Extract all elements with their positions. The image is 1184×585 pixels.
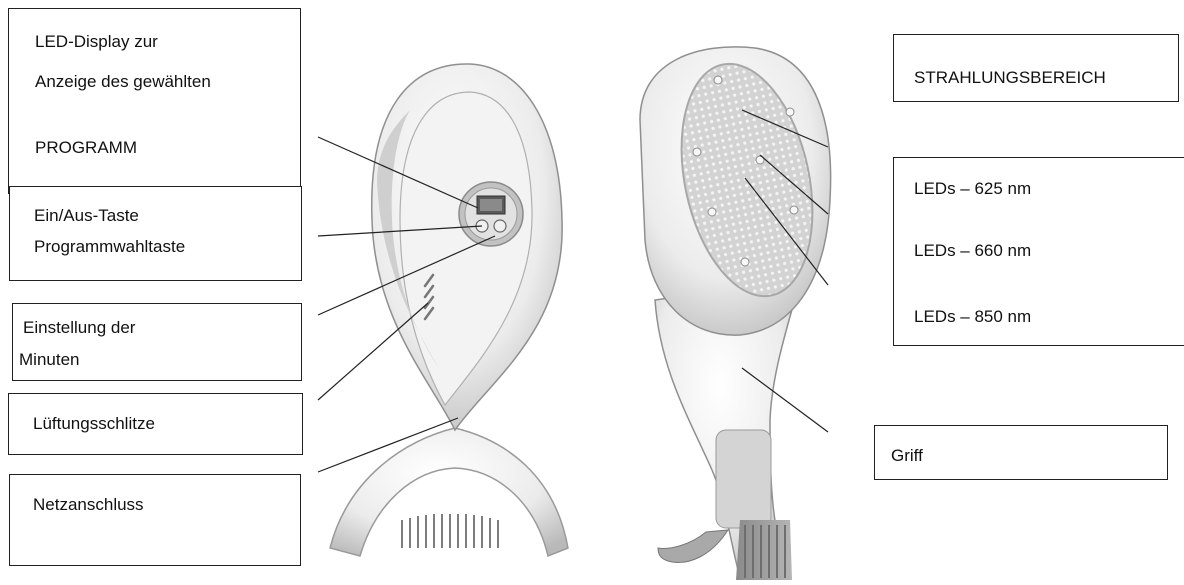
- label-vents-text: Lüftungsschlitze: [33, 414, 155, 434]
- label-buttons-line-1: Ein/Aus-Taste: [34, 206, 139, 226]
- control-dial: [459, 182, 523, 246]
- handle-plate: [716, 430, 771, 528]
- label-led-display: LED-Display zur Anzeige des gewählten PR…: [8, 8, 301, 194]
- label-power: Netzanschluss: [9, 474, 301, 566]
- label-minutes-line-1: Einstellung der: [23, 318, 135, 338]
- label-radiation-area-text: STRAHLUNGSBEREICH: [914, 68, 1106, 88]
- label-buttons-line-2: Programmwahltaste: [34, 237, 185, 257]
- device-hook: [658, 530, 728, 563]
- label-power-text: Netzanschluss: [33, 495, 144, 515]
- label-leds-line-1: LEDs – 625 nm: [914, 179, 1031, 199]
- label-leds: LEDs – 625 nm LEDs – 660 nm LEDs – 850 n…: [893, 157, 1184, 346]
- label-led-display-line-3: PROGRAMM: [35, 138, 137, 158]
- label-radiation-area: STRAHLUNGSBEREICH: [893, 34, 1179, 102]
- label-leds-line-3: LEDs – 850 nm: [914, 307, 1031, 327]
- program-button: [494, 220, 506, 232]
- label-minutes: Einstellung der Minuten: [12, 303, 302, 381]
- label-grip: Griff: [874, 425, 1168, 480]
- label-minutes-line-2: Minuten: [19, 350, 79, 370]
- device-back-view: [640, 47, 832, 580]
- label-led-display-line-2: Anzeige des gewählten: [35, 72, 211, 92]
- label-vents: Lüftungsschlitze: [8, 393, 303, 455]
- label-leds-line-2: LEDs – 660 nm: [914, 241, 1031, 261]
- label-grip-text: Griff: [891, 446, 923, 466]
- label-buttons: Ein/Aus-Taste Programmwahltaste: [9, 186, 302, 281]
- label-led-display-line-1: LED-Display zur: [35, 32, 158, 52]
- device-front-view: [330, 64, 568, 556]
